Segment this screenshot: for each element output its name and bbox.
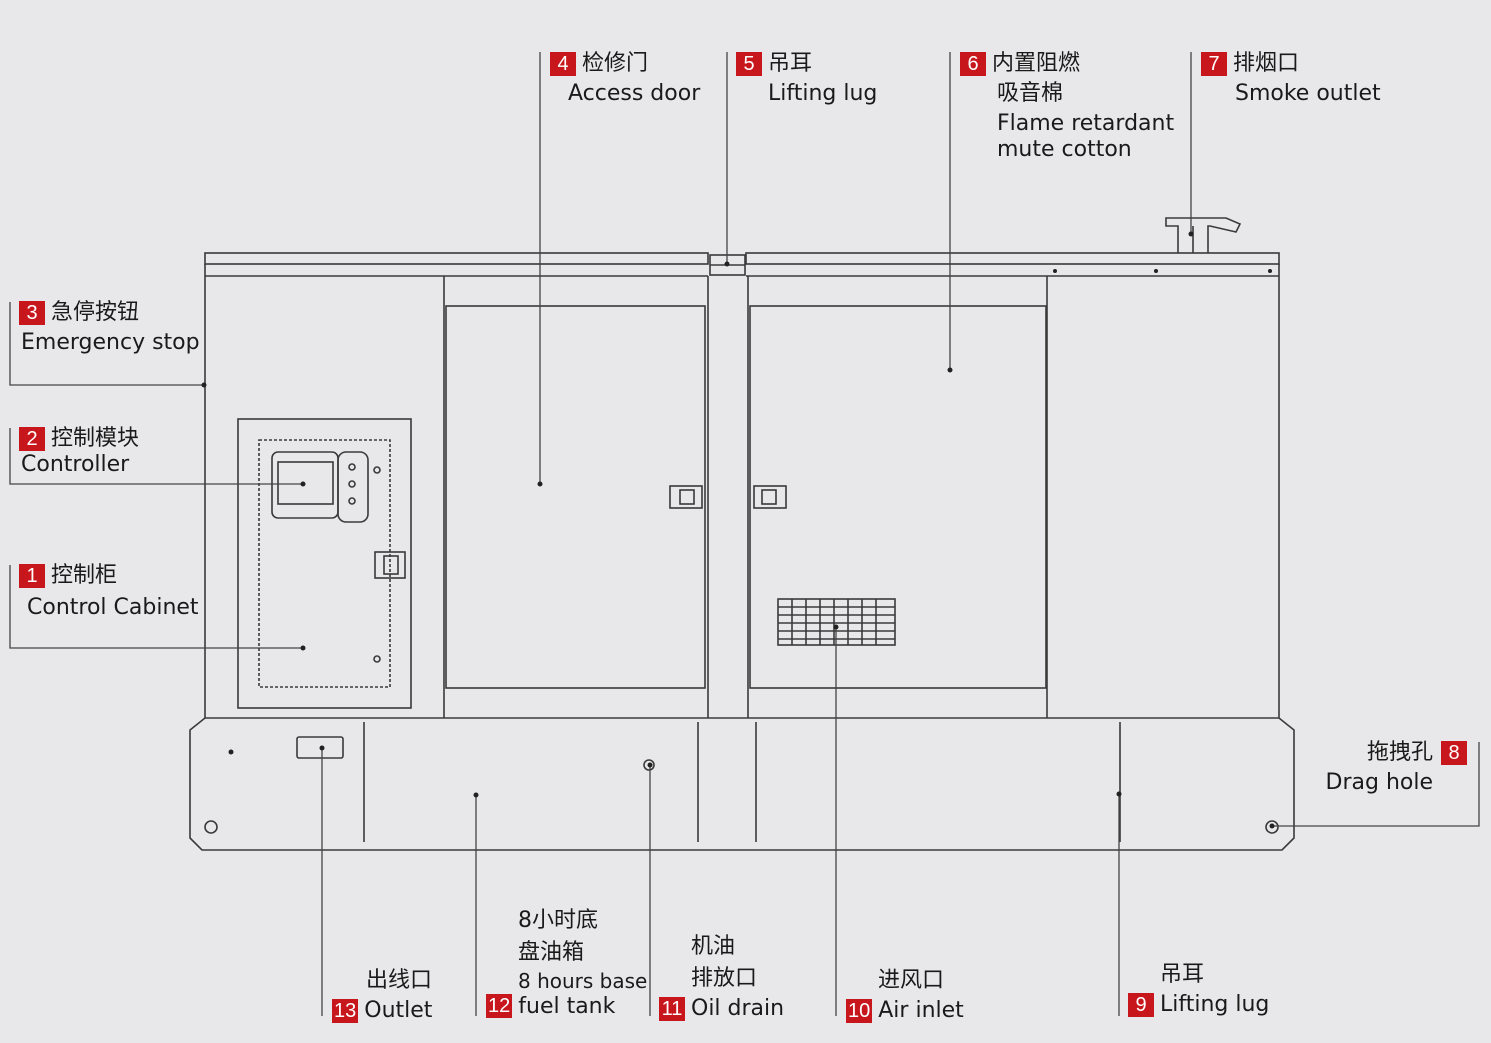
callout-en: Outlet — [364, 997, 433, 1023]
control-cabinet-door — [258, 439, 391, 688]
callout-cn-line2: 排放口 — [691, 965, 758, 991]
callout-number: 1 — [19, 563, 45, 588]
callout-en-line2: fuel tank — [518, 993, 616, 1019]
callout-number: 9 — [1128, 992, 1154, 1017]
callout-number: 6 — [960, 51, 986, 76]
callout-cn: 急停按钮 — [51, 300, 140, 325]
callout-en: Controller — [21, 451, 130, 477]
door-handle-left — [669, 485, 703, 509]
callout-cn: 出线口 — [366, 968, 433, 993]
callout-number: 10 — [846, 998, 873, 1023]
callout-en: 8 hours base — [518, 968, 648, 993]
callout-en: Smoke outlet — [1235, 80, 1381, 106]
smoke-outlet-pipe — [1165, 217, 1242, 253]
callout-number: 7 — [1201, 51, 1227, 76]
callout-cn: 拖拽孔 — [1366, 740, 1433, 765]
callout-cn: 控制柜 — [51, 563, 118, 588]
callout-number: 4 — [550, 51, 576, 76]
callout-number: 13 — [332, 998, 359, 1023]
callout-en: Drag hole — [1325, 769, 1433, 795]
leader-dots — [201, 231, 1275, 829]
callout-drag-hole: 拖拽孔 8 Drag hole — [1326, 740, 1467, 796]
callout-en: Lifting lug — [1160, 991, 1270, 1017]
callout-number: 12 — [486, 994, 513, 1019]
callout-cn-line2: 盘油箱 — [518, 939, 585, 965]
callout-en: Emergency stop — [21, 329, 200, 355]
callout-cn: 内置阻燃 — [992, 51, 1081, 76]
callout-en-line2: mute cotton — [997, 136, 1132, 162]
callout-en: Oil drain — [691, 995, 785, 1021]
callout-number: 11 — [659, 996, 685, 1021]
callout-en: Air inlet — [878, 997, 964, 1023]
callout-number: 5 — [736, 51, 762, 76]
callout-number: 8 — [1441, 740, 1467, 765]
callout-en: Control Cabinet — [27, 594, 199, 620]
access-door-right — [749, 305, 1047, 689]
leader-lines — [9, 52, 1480, 1016]
callout-number: 2 — [19, 426, 45, 451]
controller-module — [271, 451, 381, 523]
cabinet-handle — [374, 551, 406, 579]
callout-cn: 8小时底 — [518, 908, 598, 933]
callout-number: 3 — [19, 300, 45, 325]
callout-cn: 吊耳 — [768, 51, 813, 76]
control-cabinet — [237, 418, 412, 709]
base-fuel-tank — [189, 717, 1295, 851]
callout-cn: 排烟口 — [1233, 51, 1300, 76]
callout-en: Access door — [568, 80, 701, 106]
canopy-body — [204, 276, 1280, 718]
callout-en: Lifting lug — [768, 80, 878, 106]
canopy-roof — [204, 252, 1280, 277]
callout-cn: 进风口 — [878, 968, 945, 993]
door-handle-right — [753, 485, 787, 509]
callout-cn: 机油 — [691, 934, 736, 959]
access-door-left — [445, 305, 706, 689]
callout-cn-line2: 吸音棉 — [997, 80, 1064, 106]
callout-cn: 吊耳 — [1160, 962, 1205, 987]
callout-en: Flame retardant — [997, 110, 1175, 136]
callout-cn: 检修门 — [582, 51, 649, 76]
callout-cn: 控制模块 — [51, 426, 140, 451]
